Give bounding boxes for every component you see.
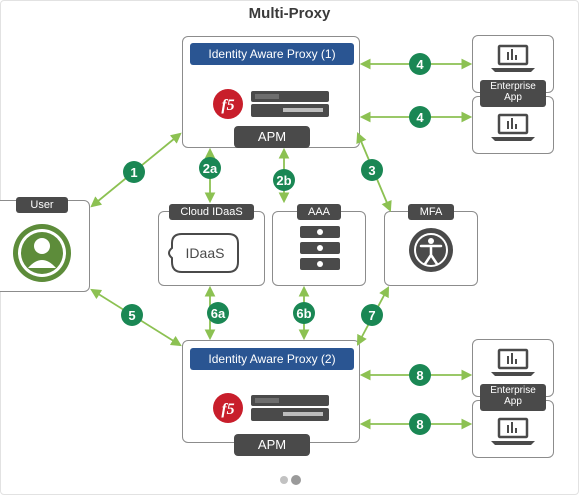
enterprise-app-top-label-line1: Enterprise xyxy=(490,81,536,92)
f5-logo-top-text: f5 xyxy=(221,97,234,114)
f5-logo-bottom-text: f5 xyxy=(221,401,234,418)
badge-8-lower: 8 xyxy=(416,417,423,432)
badge-2a: 2a xyxy=(203,161,218,176)
step-badges: 1 2a 2b 3 4 4 5 6a 6b 7 8 8 xyxy=(121,53,431,435)
badge-7: 7 xyxy=(368,308,375,323)
badge-6b: 6b xyxy=(296,306,311,321)
laptop-icon-3 xyxy=(491,348,535,376)
badge-5: 5 xyxy=(128,308,135,323)
laptop-icon-1 xyxy=(491,44,535,72)
badge-1: 1 xyxy=(130,165,137,180)
f5-logo-top-icon xyxy=(213,89,243,119)
badge-3: 3 xyxy=(368,163,375,178)
laptop-icon-4 xyxy=(491,417,535,445)
laptop-icon-2 xyxy=(491,113,535,141)
aaa-server-icon xyxy=(300,226,340,270)
proxy-top-apm-label: APM xyxy=(234,126,310,148)
server-bottom-unit-1 xyxy=(251,395,329,406)
mfa-label: MFA xyxy=(408,204,454,220)
enterprise-app-top-label: Enterprise App xyxy=(480,80,546,107)
user-icon xyxy=(13,224,71,282)
pager-dot-1[interactable] xyxy=(280,476,288,484)
badge-6a: 6a xyxy=(211,306,226,321)
proxy-top-title: Identity Aware Proxy (1) xyxy=(190,43,354,65)
server-top-unit-1 xyxy=(251,91,329,102)
enterprise-app-top-label-line2: App xyxy=(504,92,522,103)
enterprise-app-bottom-label: Enterprise App xyxy=(480,384,546,411)
badge-4-lower: 4 xyxy=(416,110,424,125)
pager-dot-2-active[interactable] xyxy=(291,475,301,485)
pager-dots-icon[interactable] xyxy=(280,474,304,486)
proxy-bottom-apm-label: APM xyxy=(234,434,310,456)
f5-appliance-top: f5 xyxy=(213,89,329,119)
f5-appliance-bottom: f5 xyxy=(213,393,329,423)
enterprise-app-bottom-label-line1: Enterprise xyxy=(490,385,536,396)
cloud-idaas-label: Cloud IDaaS xyxy=(169,204,254,220)
idaas-cloud-text: IDaaS xyxy=(186,245,225,261)
badge-4-upper: 4 xyxy=(416,57,424,72)
badge-8-upper: 8 xyxy=(416,368,423,383)
enterprise-app-bottom-label-line2: App xyxy=(504,396,522,407)
user-label: User xyxy=(16,197,68,213)
idaas-cloud-icon: IDaaS xyxy=(168,233,239,273)
f5-logo-bottom-icon xyxy=(213,393,243,423)
badge-2b: 2b xyxy=(276,173,291,188)
aaa-label: AAA xyxy=(297,204,341,220)
proxy-bottom-title: Identity Aware Proxy (2) xyxy=(190,348,354,370)
mfa-accessibility-icon xyxy=(409,228,453,272)
diagram-title: Multi-Proxy xyxy=(248,5,331,22)
